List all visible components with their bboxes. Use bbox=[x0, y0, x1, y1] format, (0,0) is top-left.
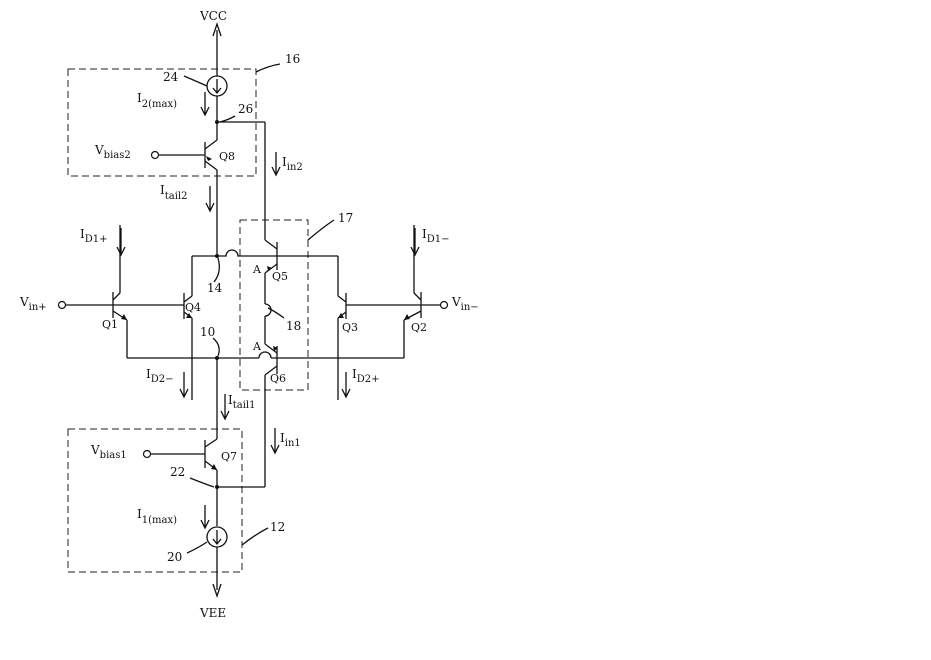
i2max-arrow-icon bbox=[200, 92, 210, 117]
q1-label: Q1 bbox=[102, 318, 118, 331]
iin2-arrow-icon bbox=[271, 152, 281, 177]
id1plus-label: ID1+ bbox=[80, 227, 108, 245]
source-24-number: 24 bbox=[163, 70, 179, 84]
vin-minus-terminal bbox=[439, 300, 449, 310]
vbias2-label: Vbias2 bbox=[94, 143, 131, 161]
q1-emitter-arrow-icon bbox=[121, 314, 127, 320]
id2plus-arrow-icon bbox=[341, 372, 351, 399]
vin-minus-label: Vin− bbox=[451, 295, 479, 313]
q3-label: Q3 bbox=[342, 321, 358, 334]
block-17-outline bbox=[239, 219, 309, 391]
vbias1-terminal bbox=[142, 449, 152, 459]
node-18-crossover bbox=[264, 303, 272, 317]
q8-collector-leg bbox=[204, 139, 218, 150]
q6-emitter-leg bbox=[264, 343, 278, 354]
vee-arrow-icon bbox=[212, 583, 222, 599]
id1minus-label: ID1− bbox=[422, 227, 450, 245]
q7-emitter-arrow-icon bbox=[211, 464, 217, 470]
block-12-number: 12 bbox=[270, 520, 285, 534]
q2-label: Q2 bbox=[411, 321, 427, 334]
node-26-label: 26 bbox=[238, 102, 253, 116]
node-18-leader bbox=[267, 307, 285, 319]
q3-collector-leg bbox=[337, 295, 347, 303]
q5-emitter-arrow-icon bbox=[267, 266, 272, 271]
q6-emitter-arrow-icon bbox=[273, 346, 278, 351]
block-17-number: 17 bbox=[338, 211, 353, 225]
q2-collector-leg bbox=[413, 292, 422, 301]
iin1-label: Iin1 bbox=[280, 431, 301, 449]
node-22-label: 22 bbox=[170, 465, 185, 479]
q8-emitter-leg bbox=[204, 160, 218, 171]
q3-emitter-arrow-icon bbox=[338, 313, 344, 318]
mark-a-upper: A bbox=[252, 263, 262, 276]
vbias2-terminal bbox=[150, 150, 160, 160]
node-26-leader bbox=[219, 115, 236, 123]
current-source-20-arrow-icon bbox=[212, 530, 222, 546]
vcc-arrow-icon bbox=[212, 21, 222, 37]
node-10-label: 10 bbox=[200, 325, 215, 339]
iin2-label: Iin2 bbox=[282, 155, 303, 173]
vin-plus-terminal bbox=[57, 300, 67, 310]
q7-label: Q7 bbox=[221, 450, 237, 463]
id2minus-arrow-icon bbox=[179, 372, 189, 399]
current-source-24-arrow-icon bbox=[212, 79, 222, 95]
iin1-arrow-icon bbox=[270, 428, 280, 455]
block-12-leader bbox=[241, 527, 269, 546]
q6-collector-leg bbox=[264, 365, 278, 376]
i1max-label: I1(max) bbox=[137, 507, 177, 526]
node-10-leader bbox=[212, 337, 220, 357]
q4-emitter-arrow-icon bbox=[186, 313, 192, 318]
q5-label: Q5 bbox=[272, 270, 288, 283]
node-14-label: 14 bbox=[207, 281, 223, 295]
itail2-label: Itail2 bbox=[160, 183, 188, 202]
q7-collector-leg bbox=[204, 438, 218, 448]
source-20-leader bbox=[186, 541, 208, 554]
id2plus-label: ID2+ bbox=[352, 367, 380, 385]
block-17-leader bbox=[307, 219, 335, 241]
itail1-label: Itail1 bbox=[228, 393, 256, 411]
i2max-label: I2(max) bbox=[137, 91, 177, 110]
itail1-arrow-icon bbox=[220, 394, 230, 421]
bottom-bus-crossover bbox=[258, 351, 272, 359]
source-24-leader bbox=[183, 75, 208, 87]
q1-collector-leg bbox=[112, 292, 121, 301]
node-22-leader bbox=[189, 477, 215, 488]
q4-label: Q4 bbox=[185, 301, 201, 314]
vbias1-label: Vbias1 bbox=[90, 443, 127, 461]
block-16-leader bbox=[255, 63, 281, 73]
vin-plus-label: Vin+ bbox=[19, 295, 47, 313]
q6-label: Q6 bbox=[270, 372, 286, 385]
id1minus-arrow-icon bbox=[410, 228, 420, 257]
top-bus-crossover-left bbox=[217, 249, 268, 257]
id1plus-arrow-icon bbox=[116, 228, 126, 257]
i1max-arrow-icon bbox=[200, 505, 210, 530]
mark-a-lower: A bbox=[252, 340, 262, 353]
q8-emitter-arrow-icon bbox=[206, 156, 212, 161]
q8-label: Q8 bbox=[219, 150, 235, 163]
id2minus-label: ID2− bbox=[146, 367, 174, 385]
q5-collector-leg bbox=[264, 239, 278, 250]
vcc-label: VCC bbox=[199, 9, 227, 23]
node-18-label: 18 bbox=[286, 319, 301, 333]
q4-collector-leg bbox=[183, 295, 193, 303]
vee-label: VEE bbox=[199, 606, 226, 620]
node-14-leader bbox=[213, 257, 220, 283]
itail2-arrow-icon bbox=[205, 186, 215, 213]
block-12-outline bbox=[67, 428, 243, 573]
source-20-number: 20 bbox=[167, 550, 182, 564]
block-16-number: 16 bbox=[285, 52, 300, 66]
block-16-outline bbox=[67, 68, 257, 177]
q2-emitter-arrow-icon bbox=[404, 314, 410, 320]
